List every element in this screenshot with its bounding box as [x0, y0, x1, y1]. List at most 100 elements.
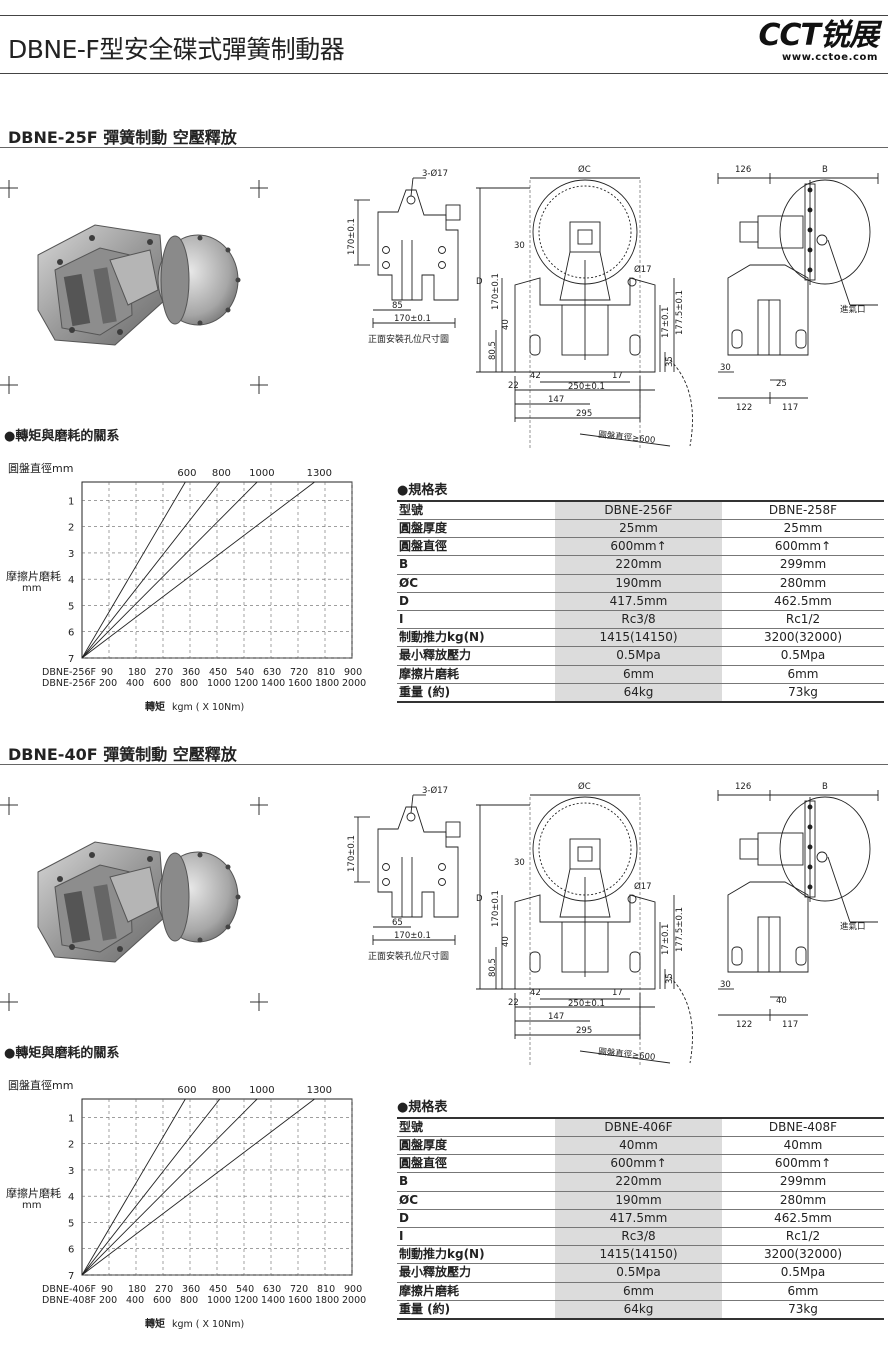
spec-value: 40mm: [555, 1136, 722, 1156]
spec-label: 重量 (約): [397, 1300, 555, 1320]
x-tick-label-row2: 1000: [207, 1295, 231, 1306]
spec-label: D: [397, 592, 555, 611]
x-tick-label-row1: 360: [182, 667, 200, 678]
x-tick-label-row2: 400: [126, 1295, 144, 1306]
x-axis-unit: kgm ( X 10Nm): [172, 702, 244, 713]
dim-250: 250±0.1: [568, 382, 605, 392]
x-tick-label-row1: 810: [317, 667, 335, 678]
x-tick-label-row2: 600: [153, 678, 171, 689]
dim-147: 147: [548, 1012, 564, 1022]
spec-value: 0.5Mpa: [555, 646, 722, 666]
y-tick-label: 3: [68, 1166, 74, 1177]
top-rule: [0, 15, 888, 16]
spec-label: I: [397, 610, 555, 630]
series-label: 1300: [307, 468, 332, 479]
series-line: [81, 1098, 186, 1276]
spec-label: ØC: [397, 1191, 555, 1210]
section-title: DBNE-25F 彈簧制動 空壓釋放: [8, 128, 237, 147]
dim-80: 80.5: [488, 958, 498, 977]
x-row2-name: DBNE-408F: [42, 1295, 96, 1306]
x-tick-label-row1: 630: [263, 667, 281, 678]
spec-value: Rc3/8: [555, 1227, 722, 1247]
spec-value: 6mm: [555, 665, 722, 684]
series-label: 800: [212, 1085, 231, 1096]
x-tick-label-row2: 1200: [234, 1295, 258, 1306]
x-tick-label-row2: 1600: [288, 678, 312, 689]
dim-phi17: Ø17: [634, 264, 652, 275]
x-tick-label-row1: 720: [290, 667, 308, 678]
spec-value: DBNE-408F: [722, 1117, 884, 1137]
spec-value: 220mm: [555, 555, 722, 575]
x-tick-label-row2: 200: [99, 678, 117, 689]
spec-label: 圓盤厚度: [397, 1136, 555, 1156]
spec-value: 299mm: [722, 1172, 884, 1192]
y-axis-top-label: 圓盤直徑mm: [8, 1079, 73, 1092]
spec-value: DBNE-406F: [555, 1117, 722, 1137]
air-inlet-label: 進氣口: [840, 921, 866, 932]
x-tick-label-row1: 90: [101, 667, 113, 678]
x-tick-label-row1: 540: [236, 667, 254, 678]
spec-value: 190mm: [555, 1191, 722, 1210]
dim-40: 40: [501, 319, 511, 330]
x-row2-name: DBNE-256F: [42, 678, 96, 689]
spec-label: 型號: [397, 1117, 555, 1137]
drawing-svg: 3-Ø17 170±0.1 65 170±0.1 正面安裝孔位尺寸圖 ØC D …: [347, 781, 879, 1067]
spec-value: 417.5mm: [555, 1209, 722, 1228]
spec-label: B: [397, 555, 555, 575]
spec-value: 6mm: [722, 1282, 884, 1301]
product-photo: [0, 180, 270, 395]
y-tick-label: 1: [68, 1113, 74, 1124]
dimension-drawing: 3-Ø17 170±0.1 65 170±0.1 正面安裝孔位尺寸圖 ØC D …: [330, 777, 885, 1067]
spec-value: 73kg: [722, 683, 884, 703]
spec-value: 0.5Mpa: [555, 1263, 722, 1283]
front-caption: 正面安裝孔位尺寸圖: [368, 950, 449, 962]
spec-value: DBNE-256F: [555, 500, 722, 520]
section-rule: [0, 147, 888, 148]
x-tick-label-row2: 800: [180, 1295, 198, 1306]
dim-147: 147: [548, 395, 564, 405]
spec-value: 6mm: [722, 665, 884, 684]
dim-front-height: 170±0.1: [347, 218, 357, 255]
dim-42: 42: [530, 371, 541, 381]
y-tick-label: 1: [68, 496, 74, 507]
x-tick-label-row2: 1800: [315, 678, 339, 689]
dim-40: 40: [501, 936, 511, 947]
x-row1-name: DBNE-256F: [42, 667, 96, 678]
dim-front-width: 170±0.1: [394, 931, 431, 941]
side-dim-122: 122: [736, 403, 752, 413]
product-section-25f: DBNE-25F 彈簧制動 空壓釋放: [0, 128, 888, 713]
dim-30: 30: [514, 858, 525, 868]
x-tick-label-row1: 450: [209, 667, 227, 678]
x-tick-label-row2: 800: [180, 678, 198, 689]
spec-value: 0.5Mpa: [722, 1263, 884, 1283]
spec-value: Rc1/2: [722, 1227, 884, 1247]
x-tick-label-row1: 90: [101, 1284, 113, 1295]
brake-photo-illustration: [0, 797, 268, 1011]
x-tick-label-row2: 600: [153, 1295, 171, 1306]
dim-17v: 17±0.1: [661, 307, 671, 338]
product-photo: [0, 797, 270, 1012]
dim-front-height: 170±0.1: [347, 835, 357, 872]
brake-photo-illustration: [0, 180, 268, 394]
spec-value: 25mm: [555, 519, 722, 539]
x-tick-label-row1: 540: [236, 1284, 254, 1295]
y-tick-label: 2: [68, 1140, 74, 1151]
y-tick-label: 2: [68, 523, 74, 534]
x-tick-label-row1: 450: [209, 1284, 227, 1295]
spec-label: I: [397, 1227, 555, 1247]
spec-value: 40mm: [722, 1136, 884, 1156]
product-section-40f: DBNE-40F 彈簧制動 空壓釋放: [0, 617, 888, 1365]
x-axis-label: 轉矩: [145, 700, 165, 713]
spec-value: 0.5Mpa: [722, 646, 884, 666]
